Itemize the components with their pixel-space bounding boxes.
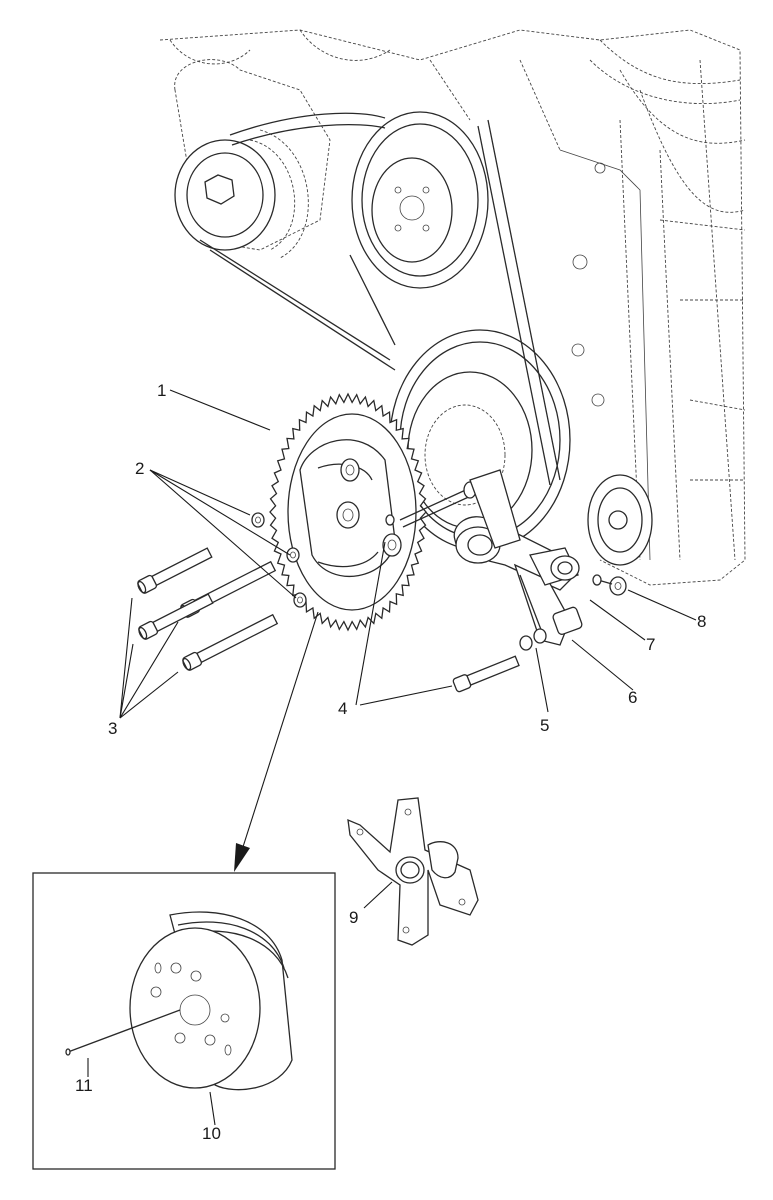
lower-bolt-washer bbox=[452, 628, 547, 693]
idler-pulley bbox=[587, 474, 653, 566]
locating-pin bbox=[65, 1009, 181, 1056]
callout-1: 1 bbox=[157, 381, 166, 400]
callout-10: 10 bbox=[202, 1124, 221, 1143]
callout-labels: 1 2 3 4 5 6 7 8 9 10 11 bbox=[75, 381, 706, 1143]
callout-7: 7 bbox=[646, 635, 655, 654]
cap-screws bbox=[137, 547, 279, 671]
callout-5: 5 bbox=[540, 716, 549, 735]
sprocket-gear bbox=[269, 392, 427, 632]
alternator-pulley bbox=[174, 59, 331, 259]
inset-detail-box bbox=[32, 872, 336, 1170]
callout-9: 9 bbox=[349, 908, 358, 927]
water-pump-pulley bbox=[351, 111, 489, 289]
cross-holding-tool bbox=[347, 797, 479, 946]
leader-lines bbox=[87, 389, 697, 1126]
drive-belt bbox=[199, 112, 561, 486]
tensioner-bolt-washer bbox=[592, 574, 627, 596]
callout-6: 6 bbox=[628, 688, 637, 707]
tensioner-arm bbox=[453, 469, 583, 646]
inset-pulley bbox=[129, 911, 293, 1091]
arrow-head-icon bbox=[234, 843, 250, 872]
washers bbox=[251, 512, 307, 608]
callout-2: 2 bbox=[135, 459, 144, 478]
callout-8: 8 bbox=[697, 612, 706, 631]
callout-11: 11 bbox=[75, 1076, 93, 1095]
callout-3: 3 bbox=[108, 719, 117, 738]
callout-4: 4 bbox=[338, 699, 347, 718]
